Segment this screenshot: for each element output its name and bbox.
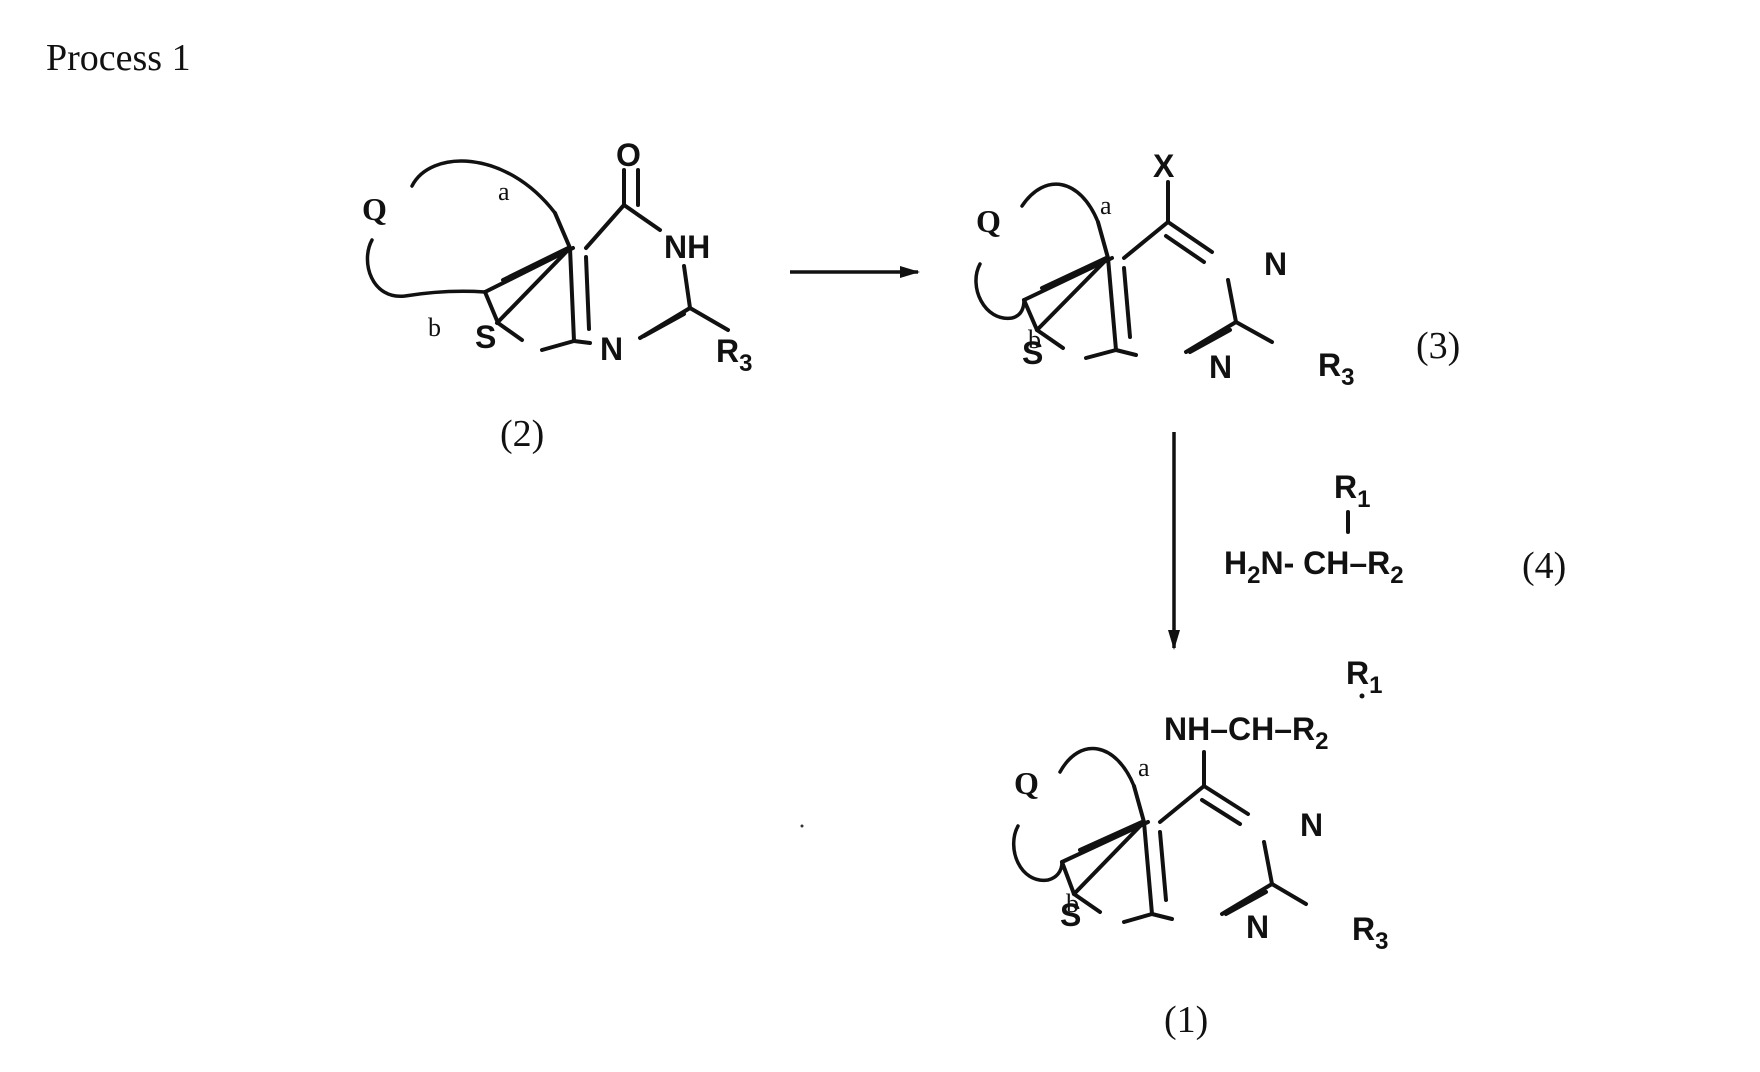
compound-1-bond-dot xyxy=(1360,694,1365,699)
compound-1-ring-q-arc xyxy=(1060,749,1134,786)
compound-2-atom-s: S xyxy=(475,319,496,355)
compound-1-locant-b: b xyxy=(1066,889,1079,918)
scheme-title: Process 1 xyxy=(46,37,191,79)
compound-1-bonds xyxy=(1062,752,1306,922)
compound-3-atom-q: Q xyxy=(976,203,1001,239)
compound-3-atom-n-bottom: N xyxy=(1209,349,1232,385)
compound-1-side-chain-r1: R1 xyxy=(1346,655,1382,699)
compound-2-label: (2) xyxy=(500,413,544,455)
compound-1-locant-a: a xyxy=(1138,753,1150,782)
compound-3-ring-q-arc xyxy=(1022,184,1098,222)
reagent-4-label: (4) xyxy=(1522,545,1566,587)
compound-3-atom-x: X xyxy=(1153,148,1175,184)
compound-1-atom-n-bottom: N xyxy=(1246,909,1269,945)
compound-2: O NH N S Q a b R3 (2) xyxy=(362,137,752,455)
compound-3-substituent-r3: R3 xyxy=(1318,347,1354,391)
reagent-4-r1: R1 xyxy=(1334,469,1370,513)
stray-dot xyxy=(801,825,804,828)
compound-2-atom-nh: NH xyxy=(664,229,710,265)
compound-2-ring-q-arc xyxy=(412,161,555,213)
compound-2-locant-b: b xyxy=(428,313,441,342)
compound-1-side-chain: NH–CH–R2 xyxy=(1164,711,1329,755)
compound-3-locant-b: b xyxy=(1028,325,1041,354)
compound-2-substituent-r3: R3 xyxy=(716,333,752,377)
compound-2-atom-n: N xyxy=(600,331,623,367)
compound-2-atom-o: O xyxy=(616,137,641,173)
compound-1-label: (1) xyxy=(1164,999,1208,1041)
compound-2-locant-a: a xyxy=(498,177,510,206)
compound-3-label: (3) xyxy=(1416,325,1460,367)
reagent-4: R1 H2N- CH–R2 (4) xyxy=(1224,469,1566,589)
compound-1-atom-q: Q xyxy=(1014,765,1039,801)
compound-1-substituent-r3: R3 xyxy=(1352,911,1388,955)
compound-1-atom-n-top: N xyxy=(1300,807,1323,843)
compound-3-locant-a: a xyxy=(1100,191,1112,220)
compound-3: X N N S Q a b R3 (3) xyxy=(976,148,1460,391)
compound-3-bonds xyxy=(1024,182,1272,358)
reagent-4-formula: H2N- CH–R2 xyxy=(1224,545,1404,589)
compound-3-atom-n-top: N xyxy=(1264,246,1287,282)
compound-2-atom-q: Q xyxy=(362,191,387,227)
compound-1: NH–CH–R2 R1 N N S Q a b R3 (1) xyxy=(1014,655,1389,1041)
